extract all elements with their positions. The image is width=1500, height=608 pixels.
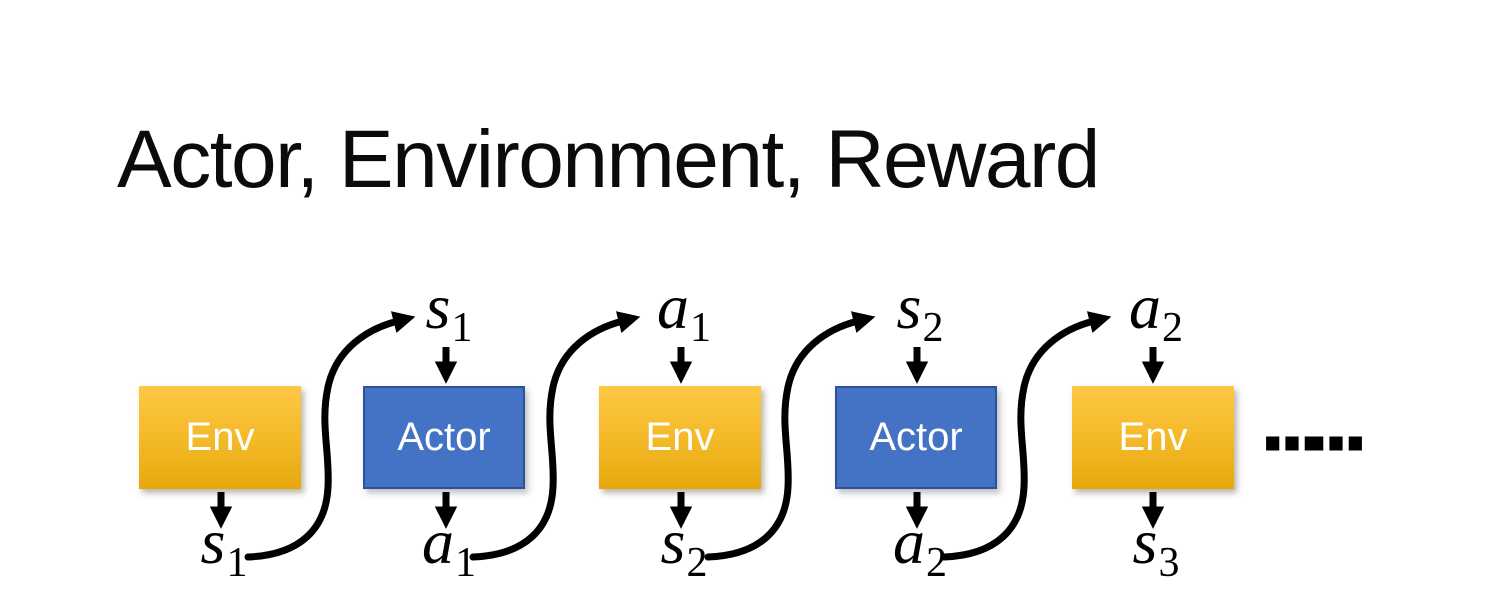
env-box-2-label: Env xyxy=(645,415,715,459)
top-label-s2: s2 xyxy=(897,275,944,351)
top-label-a1-sub: 1 xyxy=(690,305,711,351)
top-label-s2-sub: 2 xyxy=(922,305,944,351)
flow-curve-s2 xyxy=(704,311,876,561)
env-box-3-label: Env xyxy=(1118,415,1188,459)
continuation-ellipsis: …… xyxy=(1262,395,1367,463)
top-label-s2-base: s xyxy=(896,271,922,342)
top-label-a2-sub: 2 xyxy=(1162,305,1183,351)
flow-curve-a2 xyxy=(940,311,1112,561)
flow-curve-s1 xyxy=(244,311,416,561)
bottom-label-s1-sub: 1 xyxy=(226,540,248,586)
flow-curve-a1 xyxy=(469,311,641,561)
top-label-a1-base: a xyxy=(657,271,689,342)
top-label-a2-base: a xyxy=(1129,271,1161,342)
actor-box-2: Actor xyxy=(835,386,997,489)
bottom-label-a1-sub: 1 xyxy=(455,540,476,586)
env-box-3: Env xyxy=(1072,386,1234,489)
actor-box-2-label: Actor xyxy=(869,415,963,459)
bottom-label-a2-sub: 2 xyxy=(926,540,947,586)
bottom-label-s3-sub: 3 xyxy=(1158,540,1180,586)
top-label-s1-sub: 1 xyxy=(451,305,473,351)
top-label-s1: s1 xyxy=(426,275,473,351)
env-box-2: Env xyxy=(599,386,761,489)
env-box-1-label: Env xyxy=(185,415,255,459)
top-label-a1: a1 xyxy=(657,275,711,351)
actor-box-1-label: Actor xyxy=(397,415,491,459)
bottom-label-s2-sub: 2 xyxy=(686,540,708,586)
top-label-s1-base: s xyxy=(425,271,451,342)
actor-box-1: Actor xyxy=(363,386,525,489)
env-box-1: Env xyxy=(139,386,301,489)
page-title: Actor, Environment, Reward xyxy=(117,114,1100,205)
bottom-label-a2: a2 xyxy=(893,510,947,586)
top-label-a2: a2 xyxy=(1129,275,1183,351)
